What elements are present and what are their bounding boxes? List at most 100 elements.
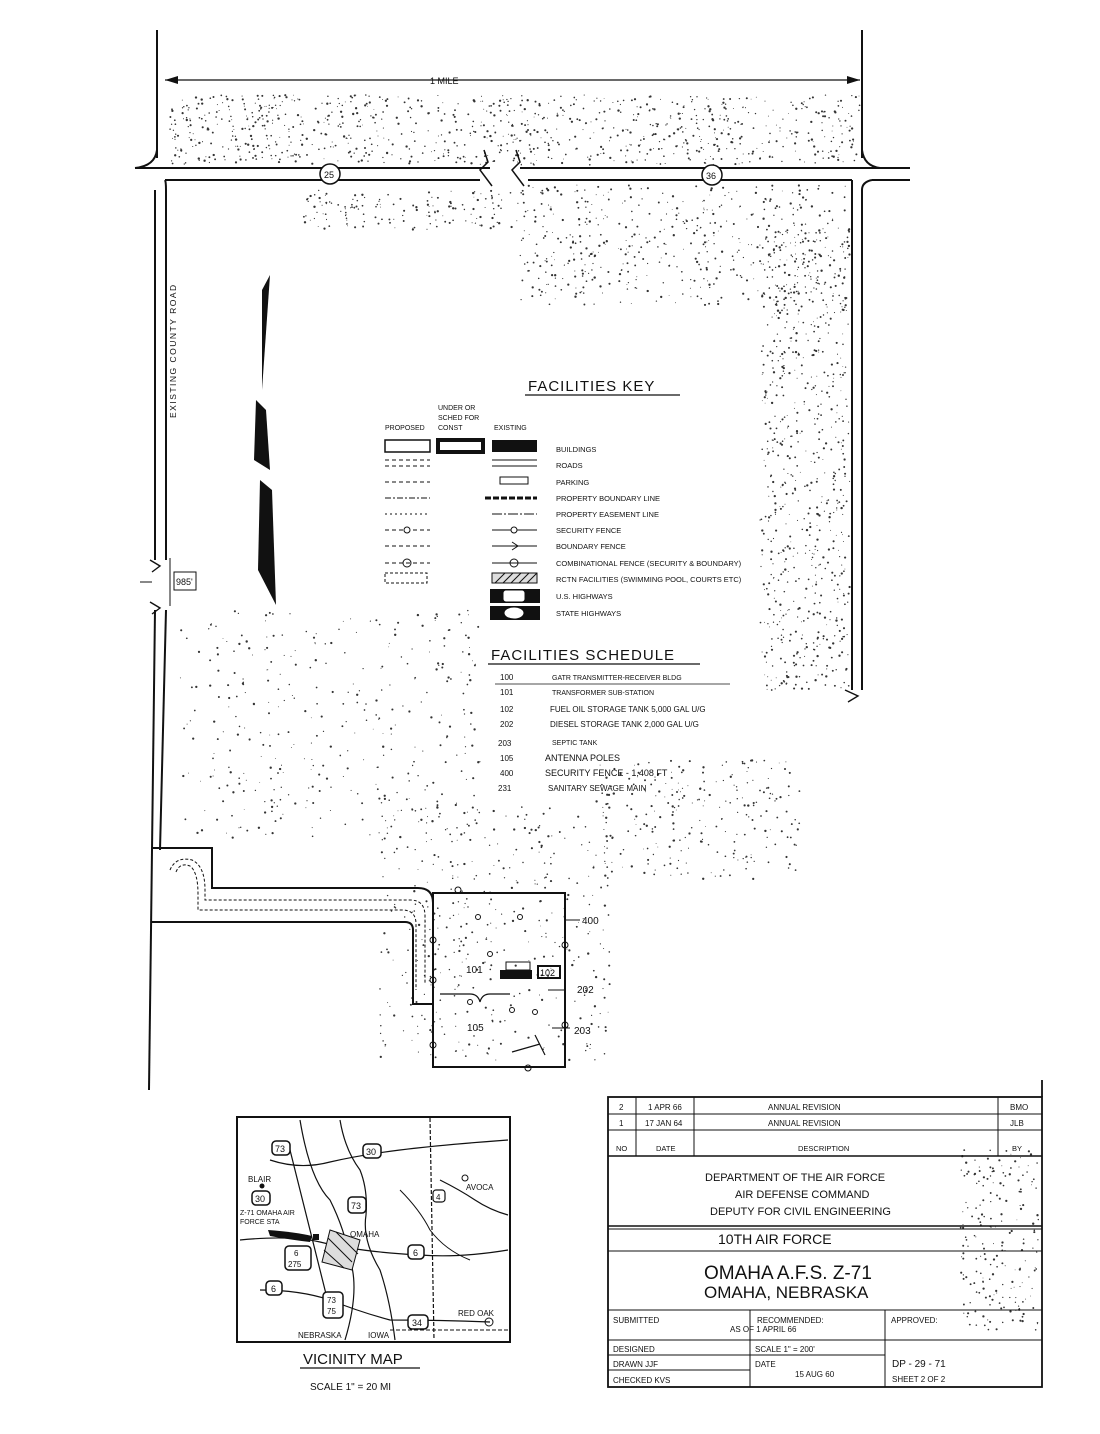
speckle (448, 725, 452, 728)
speckle (771, 316, 773, 318)
speckle (835, 534, 837, 536)
speckle (654, 826, 657, 828)
speckle (393, 851, 396, 854)
speckle (819, 232, 821, 234)
speckle (796, 209, 799, 211)
speckle (825, 237, 828, 240)
speckle (170, 160, 173, 162)
speckle (450, 678, 452, 680)
speckle (516, 881, 519, 884)
speckle (675, 809, 677, 811)
speckle (786, 232, 788, 234)
rev-header-by: BY (1012, 1144, 1022, 1153)
speckle (536, 147, 539, 149)
speckle (545, 932, 547, 935)
speckle (189, 118, 191, 120)
speckle (822, 314, 825, 316)
county-road-label: EXISTING COUNTY ROAD (168, 283, 178, 418)
speckle (403, 209, 406, 212)
speckle (796, 432, 799, 435)
speckle (206, 129, 209, 131)
speckle (356, 701, 359, 704)
speckle (456, 145, 458, 147)
speckle (809, 549, 811, 551)
speckle (664, 162, 666, 165)
speckle (280, 786, 282, 788)
speckle (687, 785, 689, 787)
speckle (387, 951, 390, 954)
speckle (691, 101, 693, 103)
speckle (692, 134, 695, 137)
speckle (558, 945, 561, 948)
speckle (382, 754, 385, 756)
speckle (472, 986, 475, 989)
speckle (460, 129, 463, 131)
speckle (660, 257, 662, 259)
speckle (379, 988, 381, 990)
speckle (1002, 1184, 1005, 1187)
speckle (521, 907, 525, 910)
speckle (990, 1226, 992, 1228)
speckle (553, 251, 555, 254)
speckle (464, 752, 466, 754)
speckle (498, 193, 500, 195)
speckle (521, 806, 523, 808)
speckle (804, 267, 806, 269)
speckle (1001, 1165, 1003, 1167)
speckle (610, 188, 613, 191)
speckle (777, 316, 780, 320)
title-block (607, 1080, 1043, 1388)
speckle (817, 413, 820, 415)
speckle (603, 194, 605, 196)
speckle (798, 822, 801, 825)
speckle (809, 525, 812, 529)
speckle (663, 228, 665, 230)
speckle (696, 229, 698, 232)
speckle (821, 428, 824, 431)
speckle (803, 400, 806, 403)
speckle (339, 123, 341, 125)
speckle (802, 664, 805, 667)
speckle (815, 679, 817, 681)
speckle (788, 771, 791, 774)
speckle (664, 796, 666, 798)
speckle (460, 621, 463, 624)
speckle (442, 155, 445, 158)
speckle (463, 708, 465, 711)
speckle (770, 645, 773, 648)
speckle (984, 1296, 987, 1299)
speckle (187, 109, 189, 111)
speckle (646, 847, 649, 850)
speckle (711, 119, 715, 122)
speckle (311, 835, 314, 838)
speckle (473, 728, 476, 731)
speckle (550, 137, 552, 139)
speckle (433, 149, 436, 152)
speckle (293, 94, 295, 96)
speckle (251, 111, 253, 114)
speckle (724, 194, 726, 197)
speckle (386, 827, 388, 829)
speckle (326, 118, 329, 121)
speckle (379, 203, 381, 205)
speckle (603, 852, 606, 854)
speckle (844, 257, 847, 259)
speckle (768, 287, 770, 290)
speckle (795, 107, 798, 110)
speckle (437, 927, 439, 929)
speckle (1027, 1150, 1030, 1153)
speckle (550, 206, 552, 208)
speckle (813, 553, 815, 555)
speckle (310, 769, 312, 771)
speckle (212, 775, 214, 777)
speckle (639, 144, 641, 145)
speckle (832, 125, 834, 127)
speckle (796, 519, 799, 521)
speckle (802, 252, 805, 255)
speckle (848, 585, 851, 589)
speckle (379, 1055, 382, 1059)
speckle (779, 290, 781, 292)
speckle (272, 94, 275, 97)
speckle (376, 788, 379, 791)
speckle (962, 1244, 965, 1247)
